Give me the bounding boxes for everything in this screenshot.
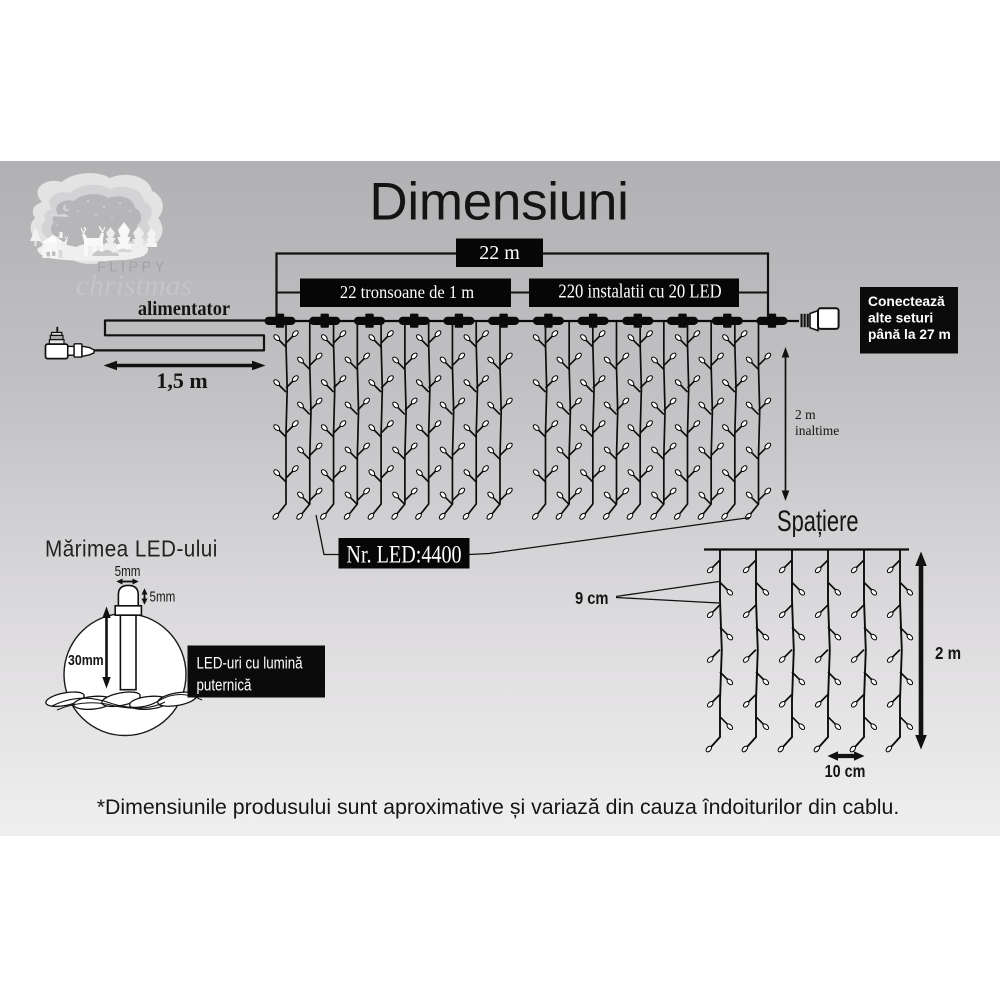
svg-text:Conectează: Conectează [868,294,945,309]
svg-text:9 cm: 9 cm [575,589,608,608]
svg-text:5mm: 5mm [115,563,141,580]
svg-text:1,5 m: 1,5 m [156,368,207,393]
svg-text:22 tronsoane de 1 m: 22 tronsoane de 1 m [340,282,475,302]
svg-text:alte seturi: alte seturi [868,310,933,325]
svg-text:2 m: 2 m [935,643,961,664]
svg-text:Nr. LED:4400: Nr. LED:4400 [346,540,461,568]
svg-text:10 cm: 10 cm [825,763,866,782]
svg-text:Spațiere: Spațiere [777,504,859,538]
svg-text:FLIPPY: FLIPPY [97,260,168,276]
svg-text:*Dimensiunile produsului sunt: *Dimensiunile produsului sunt aproximati… [97,795,900,819]
svg-text:30mm: 30mm [68,652,104,668]
svg-text:2 m: 2 m [795,407,816,422]
svg-text:puternică: puternică [197,676,253,695]
svg-text:LED-uri cu lumină: LED-uri cu lumină [197,654,304,673]
svg-text:220 instalatii cu 20 LED: 220 instalatii cu 20 LED [558,280,721,303]
svg-text:până la 27 m: până la 27 m [868,327,951,342]
svg-text:Dimensiuni: Dimensiuni [369,173,628,232]
svg-text:Mărimea LED-ului: Mărimea LED-ului [45,535,218,561]
svg-text:22 m: 22 m [479,242,520,264]
svg-text:christmas: christmas [76,269,193,302]
svg-text:alimentator: alimentator [138,298,231,320]
svg-text:5mm: 5mm [150,588,176,605]
svg-text:inaltime: inaltime [795,423,839,438]
